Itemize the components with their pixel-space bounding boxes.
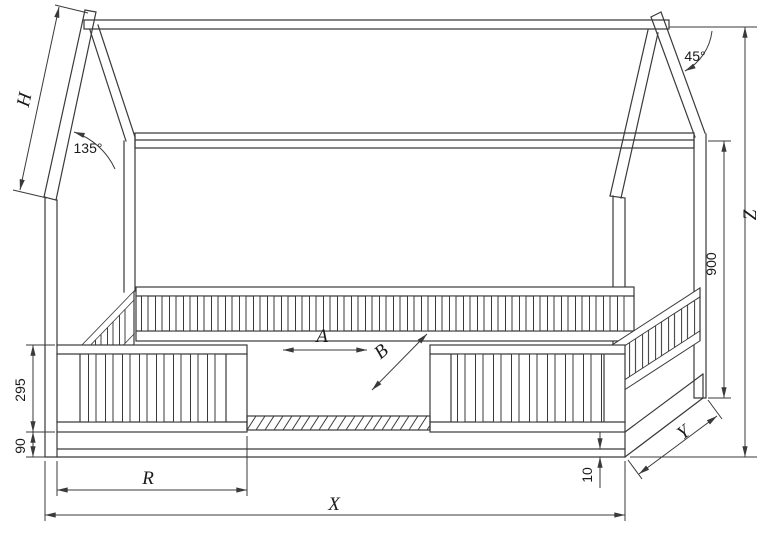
angle-45-arc bbox=[684, 30, 713, 72]
dimension-900-extensions bbox=[708, 140, 731, 399]
platform-front-face bbox=[56, 431, 626, 458]
angle-135 bbox=[73, 131, 116, 170]
entrance-step bbox=[246, 415, 431, 431]
dimension-x bbox=[44, 461, 626, 521]
dim-label-angle-135: 135° bbox=[74, 140, 103, 156]
dimension-295-extensions bbox=[26, 344, 55, 433]
dim-label-z: Z bbox=[740, 209, 761, 220]
arrow-b bbox=[371, 333, 428, 391]
left-gable bbox=[43, 9, 136, 458]
front-left-slats bbox=[88, 354, 224, 422]
front-left-rail bbox=[56, 344, 248, 433]
front-left-post bbox=[44, 196, 58, 458]
platform-right-face bbox=[624, 373, 704, 458]
left-back-rafter bbox=[89, 24, 136, 142]
dimension-h-line bbox=[19, 6, 60, 191]
dimension-h bbox=[12, 4, 89, 199]
dimension-y bbox=[627, 399, 723, 480]
front-right-slats bbox=[457, 354, 602, 422]
angle-45 bbox=[684, 30, 713, 72]
dim-label-h: H bbox=[13, 89, 37, 109]
dim-label-r: R bbox=[141, 468, 154, 489]
dim-label-90: 90 bbox=[12, 438, 28, 454]
dim-label-900: 900 bbox=[703, 252, 719, 276]
top-plate-lines bbox=[134, 132, 695, 149]
front-right-rail bbox=[429, 344, 626, 433]
dimension-y-extensions bbox=[627, 399, 723, 480]
ridge-beam bbox=[83, 19, 670, 30]
dimension-x-extensions bbox=[44, 461, 626, 521]
left-front-rafter bbox=[43, 9, 97, 201]
dimension-y-line bbox=[638, 415, 718, 475]
entrance-hatch bbox=[246, 415, 431, 431]
arrow-b-line bbox=[371, 333, 428, 391]
dimension-900 bbox=[708, 140, 731, 399]
dim-label-a: A bbox=[314, 326, 328, 347]
dimension-h-extensions bbox=[12, 4, 89, 199]
dim-label-295: 295 bbox=[12, 378, 28, 402]
back-rail bbox=[135, 286, 635, 342]
back-rail-slats bbox=[141, 296, 630, 331]
dimension-r bbox=[56, 436, 248, 496]
right-back-rafter bbox=[650, 11, 706, 138]
right-front-rafter bbox=[609, 29, 659, 199]
dim-label-10: 10 bbox=[579, 467, 595, 483]
dim-label-b: B bbox=[370, 340, 393, 364]
ridge-beam-lines bbox=[83, 19, 670, 30]
angle-135-arc bbox=[73, 131, 116, 170]
dimension-90 bbox=[26, 431, 55, 458]
dimension-295 bbox=[26, 344, 55, 433]
dim-label-y: Y bbox=[673, 420, 696, 445]
right-gable bbox=[609, 11, 707, 399]
dim-label-x: X bbox=[327, 494, 341, 515]
top-plate-beam bbox=[134, 132, 695, 149]
back-left-post bbox=[123, 136, 136, 293]
back-right-post bbox=[693, 133, 707, 399]
right-side-slats bbox=[616, 299, 696, 386]
dim-label-angle-45: 45° bbox=[684, 48, 705, 64]
